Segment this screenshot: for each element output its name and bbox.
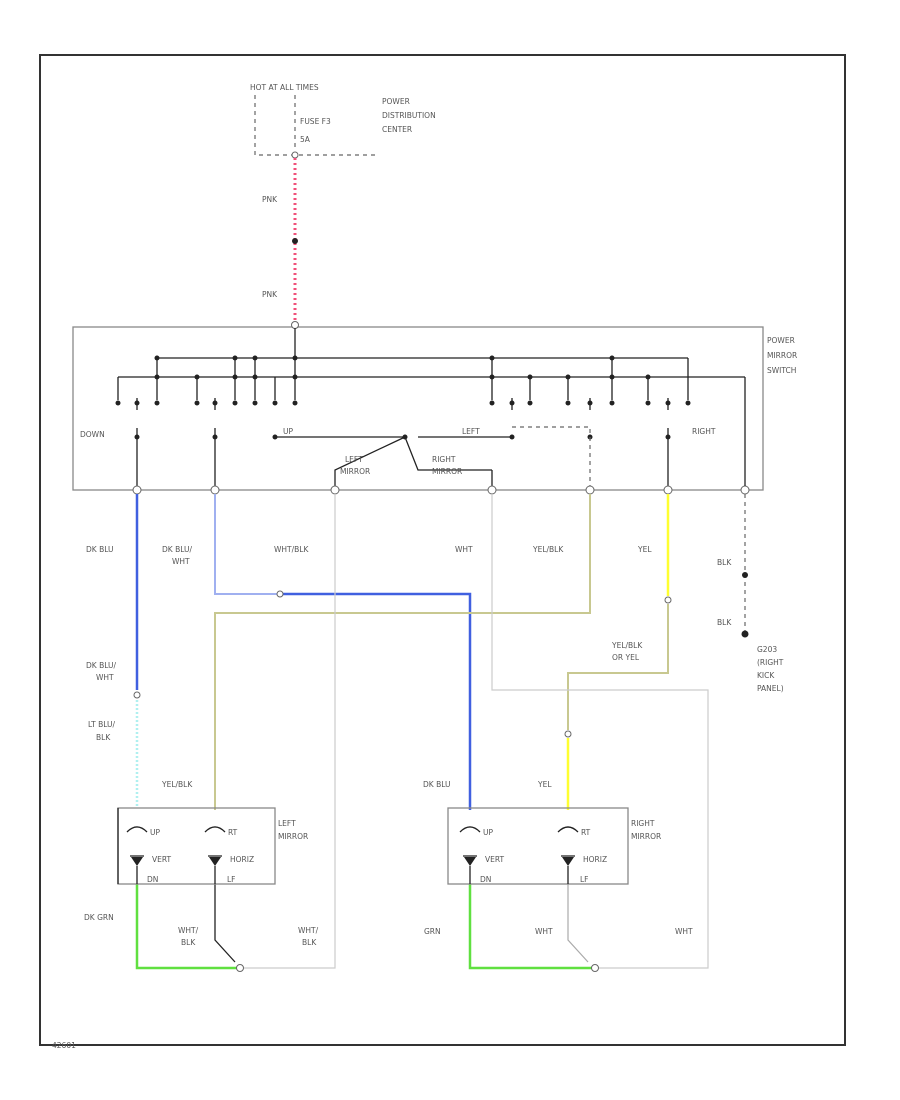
label-right-mirror-dn: DN [480,875,491,884]
label-right-mirror-select: MIRROR [432,467,462,476]
label-pdc: POWER [382,97,410,106]
diagram-code: 42601 [52,1041,76,1050]
diagram-labels: HOT AT ALL TIMES FUSE F3 5A POWER DISTRI… [52,83,797,1050]
label-wire: WHT [172,557,190,566]
label-pdc: CENTER [382,125,412,134]
power-mirror-switch [72,321,764,495]
label-ground: PANEL) [757,684,784,693]
label-wire: DK BLU/ [162,545,193,554]
label-down: DOWN [80,430,105,439]
label-wire: BLK [717,558,732,567]
label-wire: YEL/BLK [161,780,193,789]
label-right-mirror-up: UP [483,828,493,837]
wire-harness [133,494,749,972]
label-wire: LT BLU/ [88,720,116,729]
label-right-mirror: MIRROR [631,832,661,841]
label-left-mirror: MIRROR [278,832,308,841]
label-fuse-rating: 5A [300,135,311,144]
left-mirror [117,807,276,885]
label-left-mirror-dn: DN [147,875,158,884]
label-left-mirror-lf: LF [227,875,236,884]
power-distribution-center [254,95,378,159]
label-right-mirror-horiz: HORIZ [583,855,607,864]
label-wire: DK BLU [423,780,451,789]
label-wire: BLK [302,938,317,947]
label-left: LEFT [462,427,480,436]
label-left-mirror-up: UP [150,828,160,837]
label-right-mirror-select: RIGHT [432,455,456,464]
diagram-frame [39,54,846,1046]
label-right-mirror-vert: VERT [485,855,505,864]
label-hot-at-all-times: HOT AT ALL TIMES [250,83,319,92]
label-switch: SWITCH [767,366,796,375]
label-left-mirror-horiz: HORIZ [230,855,254,864]
label-wire: BLK [96,733,111,742]
label-wire: DK BLU/ [86,661,117,670]
label-right: RIGHT [692,427,716,436]
right-mirror [447,807,629,885]
label-left-mirror-vert: VERT [152,855,172,864]
label-up: UP [283,427,293,436]
label-wire: YEL [537,780,552,789]
label-ground: KICK [757,671,775,680]
fuse-terminal [291,151,299,159]
switch-housing [72,326,764,491]
label-ground: (RIGHT [757,658,784,667]
label-pdc: DISTRIBUTION [382,111,436,120]
label-wire-pnk: PNK [262,195,278,204]
label-left-mirror: LEFT [278,819,296,828]
label-wire-pnk: PNK [262,290,278,299]
label-switch: MIRROR [767,351,797,360]
label-wire: GRN [424,927,441,936]
label-wire: WHT [455,545,473,554]
splice [292,238,298,244]
label-wire: WHT [675,927,693,936]
label-wire: DK GRN [84,913,114,922]
label-fuse: FUSE F3 [300,117,331,126]
label-wire: WHT/BLK [274,545,309,554]
label-wire: BLK [717,618,732,627]
label-left-mirror-rt: RT [228,828,238,837]
label-wire: OR YEL [612,653,640,662]
label-wire: WHT/ [298,926,319,935]
label-left-mirror-select: MIRROR [340,467,370,476]
label-right-mirror-rt: RT [581,828,591,837]
label-wire: YEL [637,545,652,554]
label-right-mirror: RIGHT [631,819,655,828]
label-ground: G203 [757,645,777,654]
feed-wire-pnk [292,158,298,320]
label-wire: BLK [181,938,196,947]
label-right-mirror-lf: LF [580,875,589,884]
label-wire: DK BLU [86,545,114,554]
label-wire: YEL/BLK [532,545,564,554]
label-left-mirror-select: LEFT [345,455,363,464]
label-switch: POWER [767,336,795,345]
label-wire: WHT/ [178,926,199,935]
label-wire: YEL/BLK [611,641,643,650]
label-wire: WHT [96,673,114,682]
label-wire: WHT [535,927,553,936]
